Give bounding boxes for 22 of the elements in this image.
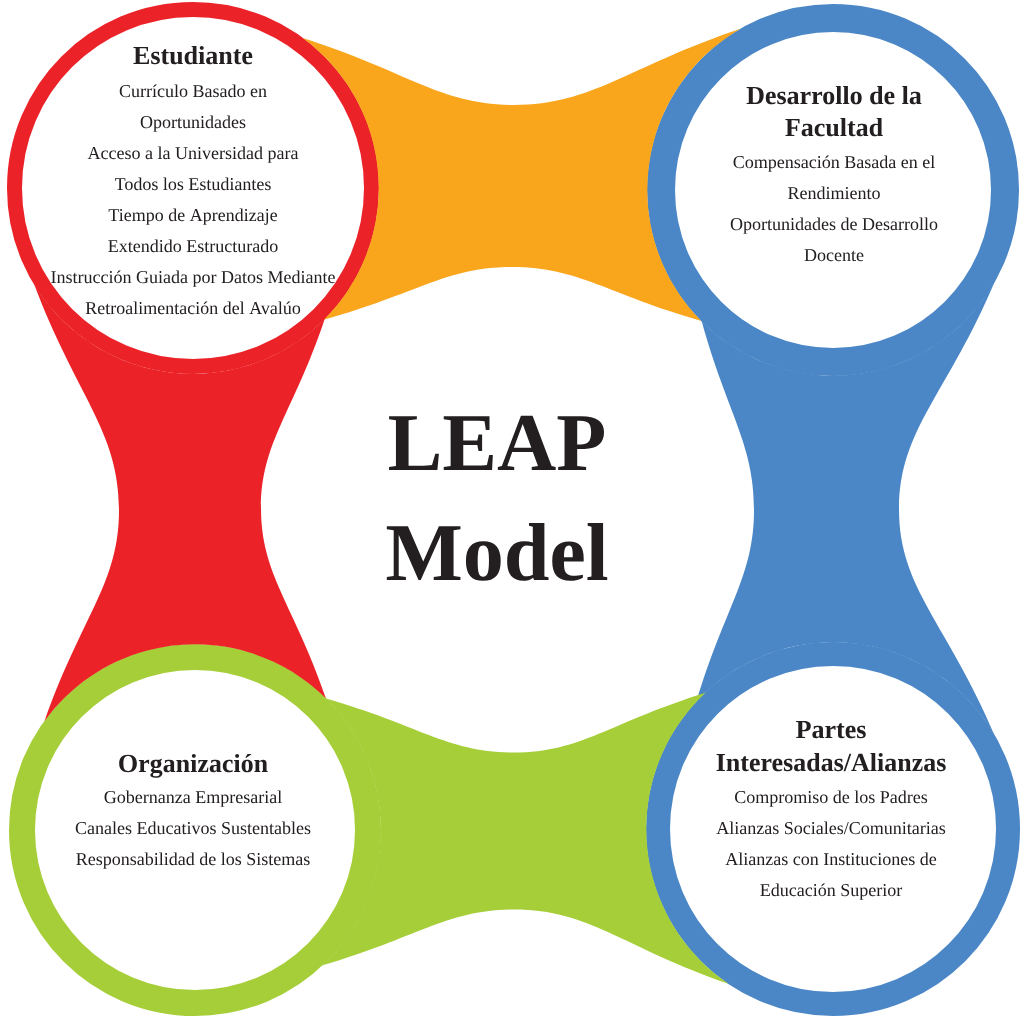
item-text: Currículo Basado en Oportunidades	[119, 84, 267, 132]
connector-band	[34, 284, 326, 722]
item-text: Instrucción Guiada por Datos Mediante Retroalimentación del Avalúo	[51, 270, 335, 315]
item-text: Responsabilidad de los Sistemas	[76, 852, 310, 869]
topic-circle	[7, 2, 379, 374]
item-text: Oportunidades de Desarrollo Docente	[730, 217, 938, 262]
heading: Desarrollo de la Facultad	[746, 85, 922, 137]
item-text: Acceso a la Universidad para Todos los Estudiantes	[87, 146, 299, 191]
connector-band	[321, 692, 729, 984]
connector-band	[696, 280, 996, 736]
item-text: Tiempo de Aprendizaje Extendido Estructurado	[108, 208, 278, 253]
heading: Partes Interesadas/Alianzas	[716, 720, 946, 772]
connector-band	[302, 28, 741, 321]
heading: Organización	[119, 753, 268, 778]
item-text: Compensación Basada en el Rendimiento	[733, 155, 935, 200]
model-title: LEAP Model	[386, 415, 608, 581]
item-text: Gobernanza Empresarial	[104, 790, 282, 807]
heading: Estudiante	[133, 45, 253, 65]
item-text: Alianzas Sociales/Comunitarias	[716, 821, 946, 835]
item-text: Compromiso de los Padres	[735, 790, 928, 807]
item-text: Alianzas con Instituciones de Educación Superior	[725, 852, 937, 900]
item-text: Canales Educativos Sustentables	[75, 821, 311, 835]
